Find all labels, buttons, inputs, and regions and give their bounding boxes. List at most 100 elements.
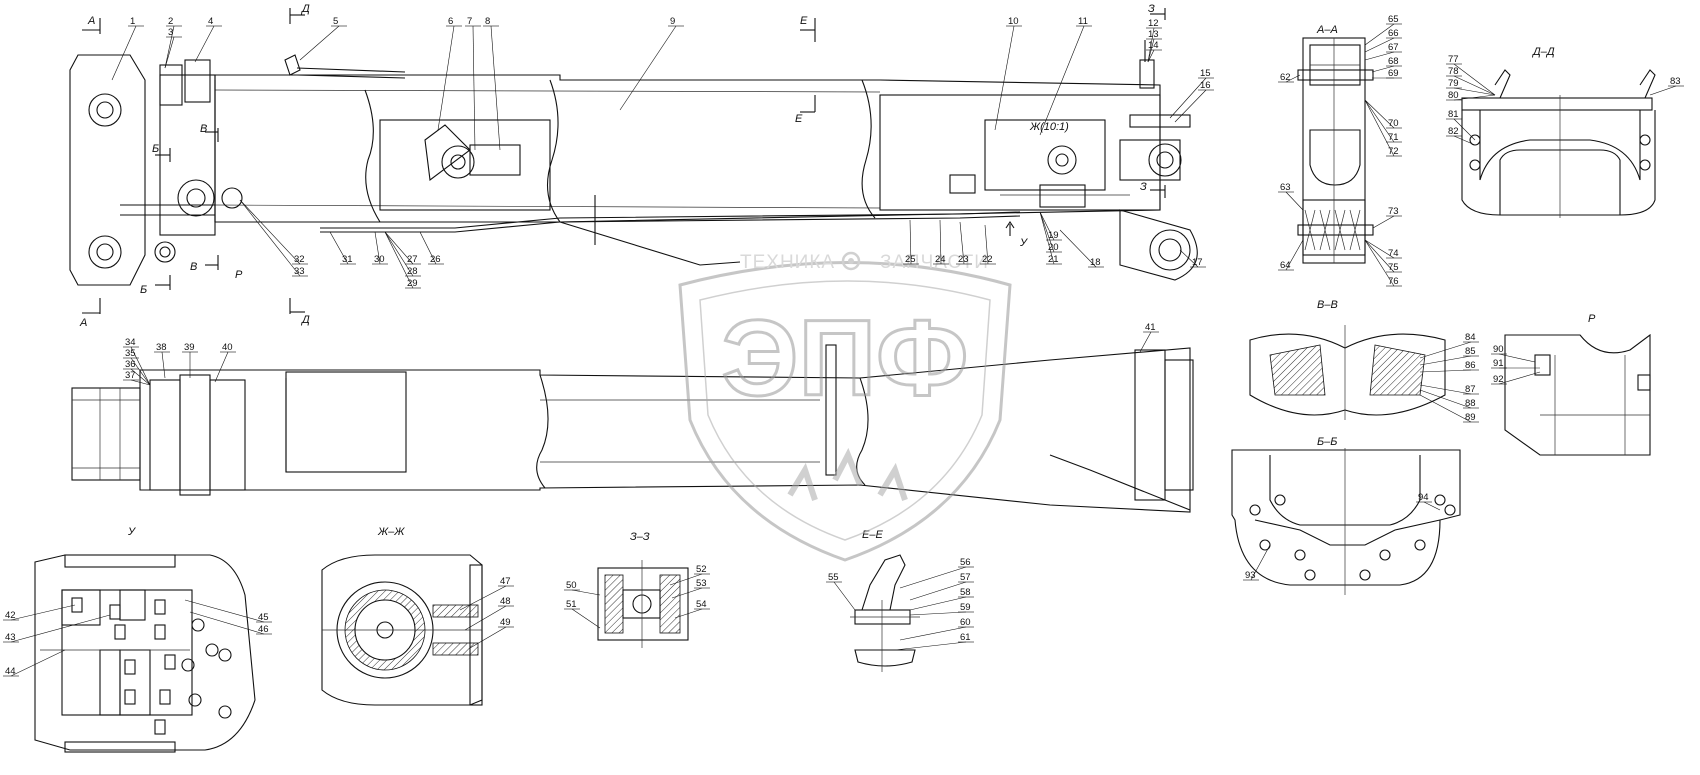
part-number-label: 11	[1078, 16, 1088, 27]
part-number-label: 54	[696, 599, 707, 610]
cut-mark-u: У	[1019, 237, 1028, 249]
watermark-shield-icon	[678, 261, 1012, 562]
cut-mark-zh: Ж(10:1)	[1029, 121, 1069, 133]
part-number-label: 71	[1388, 132, 1399, 143]
part-number-label: 47	[500, 576, 511, 587]
part-number-label: 43	[5, 632, 16, 643]
leader-line	[1285, 74, 1301, 83]
leader-line	[1059, 229, 1097, 268]
leader-line	[164, 25, 175, 69]
cut-mark-a-bottom: А	[79, 317, 87, 329]
section-title-zz: З–З	[630, 531, 650, 543]
leader-line	[239, 199, 301, 277]
part-number-label: 14	[1148, 40, 1159, 51]
cut-mark-e-top: Е	[800, 15, 808, 27]
part-number-label: 15	[1200, 68, 1211, 79]
section-title-u: У	[127, 526, 136, 538]
part-number-label: 63	[1280, 182, 1291, 193]
leader-line	[472, 25, 476, 151]
watermark-right-word: ЗАПЧАСТИ	[880, 252, 989, 273]
leader-line	[184, 599, 265, 623]
leader-line	[1364, 239, 1395, 273]
leader-line	[1453, 75, 1496, 96]
leader-line	[214, 351, 229, 383]
part-number-label: 81	[1448, 109, 1459, 120]
leader-line	[1179, 249, 1199, 268]
leader-line	[130, 357, 151, 386]
part-number-label: 7	[467, 16, 472, 27]
part-number-label: 56	[960, 557, 971, 568]
leader-line	[894, 641, 967, 651]
leader-line	[833, 581, 856, 611]
leader-line	[1453, 63, 1496, 96]
cut-mark-v-top: В	[200, 123, 207, 135]
part-number-label: 12	[1148, 18, 1159, 29]
leader-line	[1147, 27, 1155, 63]
leader-line	[10, 604, 76, 621]
leader-line	[384, 231, 414, 277]
cut-marks: А А Д Д Е Е З З Б Б В В Р У Ж(10:1)	[79, 3, 1166, 329]
leader-line	[899, 626, 967, 641]
leader-line	[984, 224, 989, 265]
section-bb: Б–Б	[1231, 436, 1461, 595]
leader-line	[194, 25, 215, 63]
part-number-label: 5	[333, 16, 338, 27]
leader-line	[1364, 239, 1395, 259]
leader-line	[1498, 353, 1536, 363]
part-number-label: 92	[1493, 374, 1504, 385]
part-number-label: 9	[670, 16, 675, 27]
part-number-label: 73	[1388, 206, 1399, 217]
leader-line	[437, 25, 455, 131]
watermark-gear-icon	[841, 251, 861, 271]
part-number-label: 22	[982, 254, 993, 265]
part-number-label: 84	[1465, 332, 1476, 343]
leader-line	[1285, 239, 1304, 271]
part-number-label: 87	[1465, 384, 1476, 395]
leader-line	[1250, 544, 1271, 581]
leader-line	[899, 566, 967, 589]
leader-line	[1364, 37, 1395, 53]
part-number-label: 58	[960, 587, 971, 598]
part-number-label: 76	[1388, 276, 1399, 287]
part-number-label: 53	[696, 578, 707, 589]
main-side-view	[69, 40, 1198, 286]
leader-line	[374, 231, 381, 265]
part-number-label: 93	[1245, 570, 1256, 581]
leader-line	[469, 626, 507, 649]
leader-line	[1364, 51, 1395, 61]
cut-mark-a-top: А	[87, 15, 95, 27]
leader-line	[1419, 341, 1472, 359]
leader-line	[329, 231, 349, 265]
leader-line	[619, 25, 677, 111]
part-number-label: 83	[1670, 76, 1681, 87]
leader-line	[1364, 99, 1395, 129]
part-number-label: 31	[342, 254, 353, 265]
leader-line	[571, 589, 601, 596]
part-number-label: 90	[1493, 344, 1504, 355]
leader-line	[1364, 99, 1395, 157]
part-number-label: 60	[960, 617, 971, 628]
leader-line	[571, 608, 601, 629]
part-number-label: 8	[485, 16, 490, 27]
leader-line	[464, 605, 507, 631]
part-number-label: 39	[184, 342, 195, 353]
cut-mark-z-top: З	[1148, 3, 1155, 15]
part-number-label: 86	[1465, 360, 1476, 371]
part-number-label: 91	[1493, 358, 1504, 369]
cut-mark-v-bottom: В	[190, 261, 197, 273]
section-dd: Д–Д	[1461, 46, 1656, 218]
leader-line	[10, 649, 66, 677]
leader-line	[1174, 89, 1207, 123]
leader-line	[1039, 211, 1055, 253]
leader-line	[1453, 135, 1476, 146]
part-number-label: 13	[1148, 29, 1159, 40]
part-number-label: 57	[960, 572, 971, 583]
leader-line	[1419, 394, 1472, 423]
part-number-label: 55	[828, 572, 839, 583]
part-number-label: 21	[1048, 254, 1059, 265]
part-number-label: 41	[1145, 322, 1156, 333]
leader-line	[909, 219, 912, 265]
part-number-label: 70	[1388, 118, 1399, 129]
part-number-label: 61	[960, 632, 971, 643]
